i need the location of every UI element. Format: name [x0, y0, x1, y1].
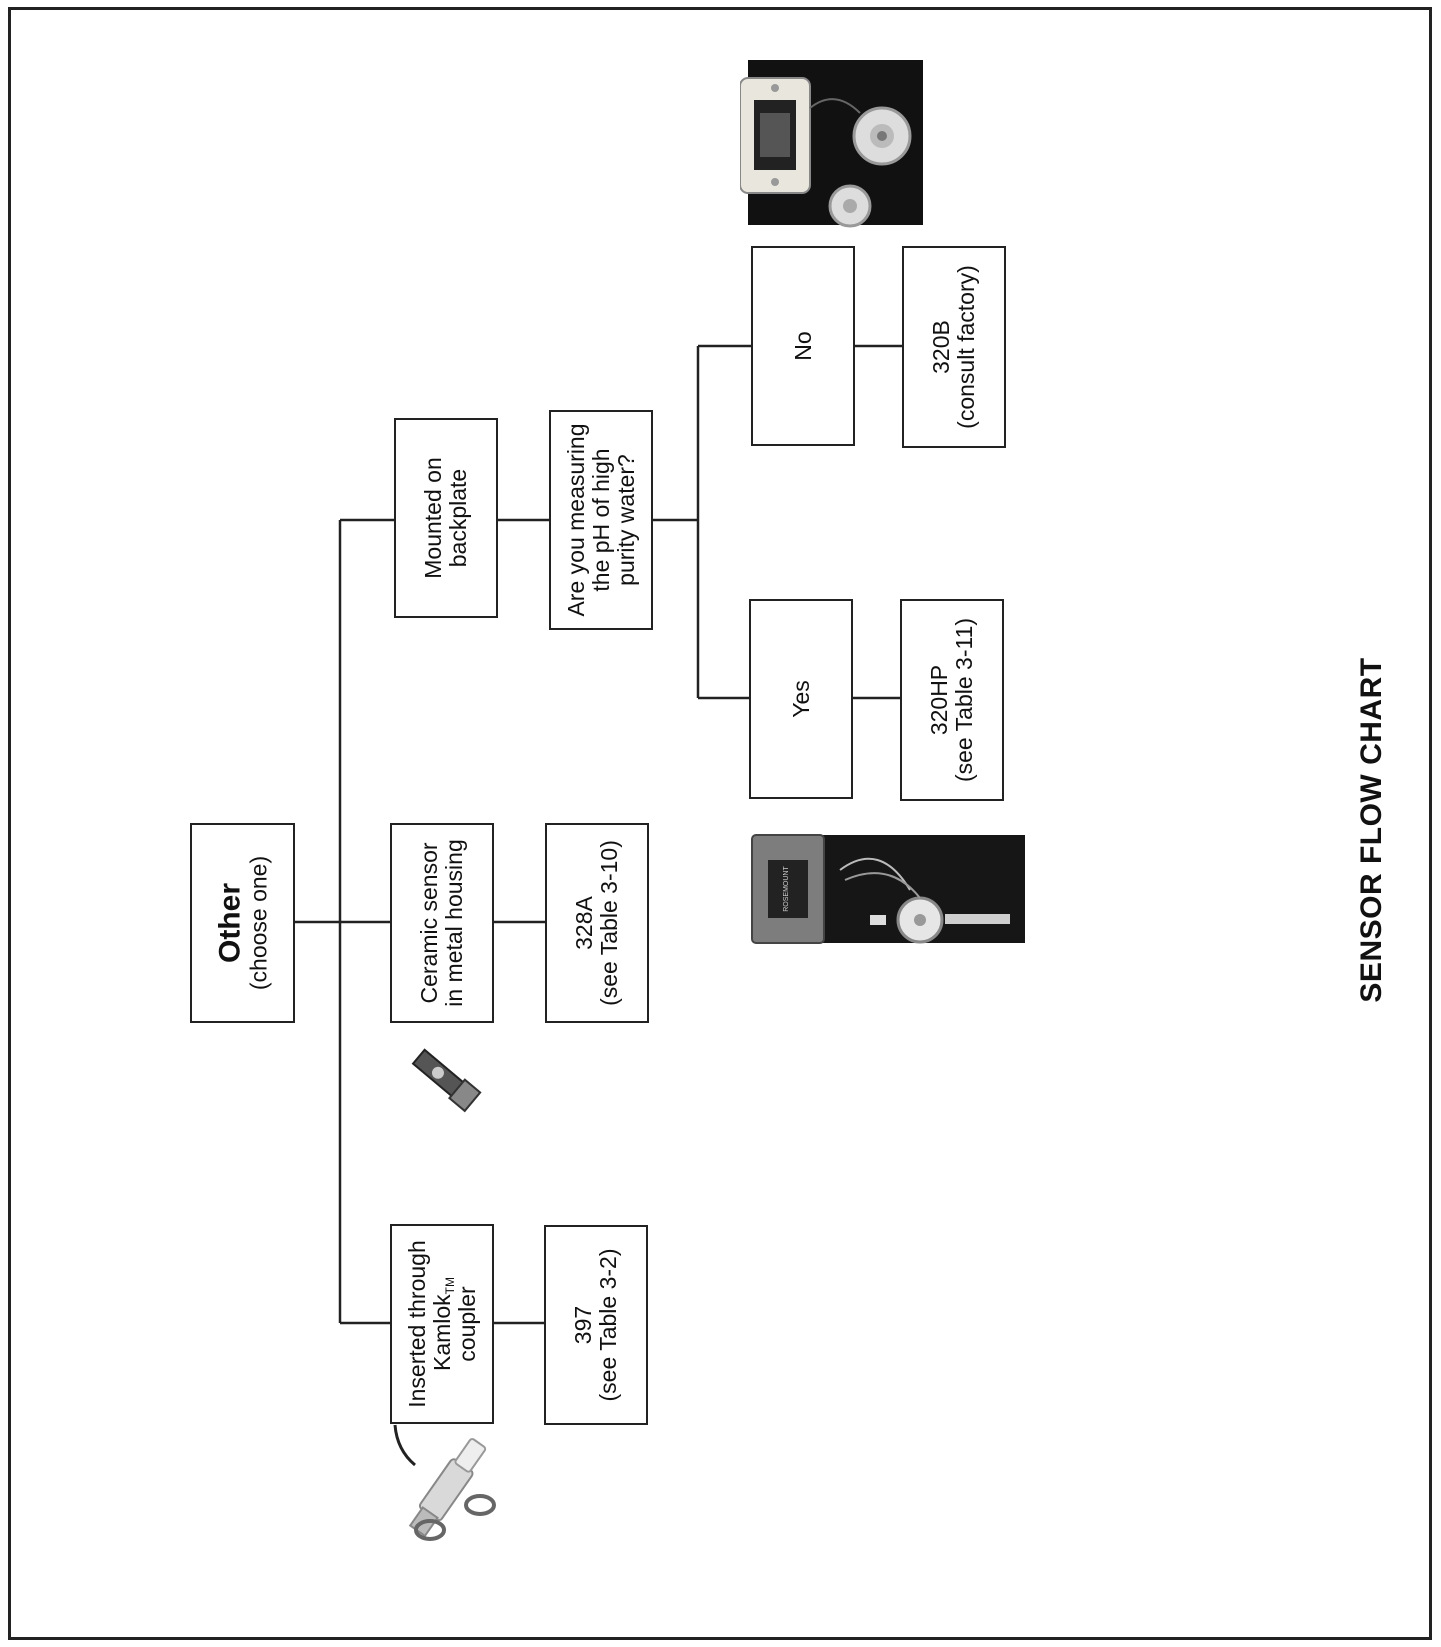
result-397-model: 397	[571, 1306, 596, 1344]
ceramic-line-2: in metal housing	[442, 839, 467, 1007]
result-320b-ref: (consult factory)	[954, 265, 979, 429]
ceramic-line-1: Ceramic sensor	[417, 842, 442, 1003]
trademark-mark: TM	[443, 1277, 457, 1294]
branch-box-kamlok: Inserted through KamlokTM coupler	[390, 1224, 494, 1424]
answer-box-no: No	[751, 246, 855, 446]
question-line-3: purity water?	[614, 454, 639, 586]
result-320hp-ref: (see Table 3-11)	[952, 618, 977, 782]
chart-title: SENSOR FLOW CHART	[1355, 657, 1389, 1002]
rosemount-label: ROSEMOUNT	[783, 866, 790, 912]
answer-no-label: No	[791, 331, 816, 360]
result-328a-ref: (see Table 3-10)	[597, 840, 622, 1006]
branch-box-ceramic: Ceramic sensor in metal housing	[390, 823, 494, 1023]
answer-box-yes: Yes	[749, 599, 853, 799]
kamlok-line-2: KamlokTM	[430, 1277, 455, 1371]
question-line-1: Are you measuring	[564, 423, 589, 616]
kamlok-sensor-photo	[385, 1420, 505, 1560]
result-box-397: 397 (see Table 3-2)	[544, 1225, 648, 1425]
result-320b-model: 320B	[929, 320, 954, 374]
backplate-line-1: Mounted on	[421, 457, 446, 578]
root-box-other: Other (choose one)	[190, 823, 295, 1023]
backplate-line-2: backplate	[446, 469, 471, 567]
ceramic-sensor-photo	[405, 1040, 485, 1120]
result-box-320hp: 320HP (see Table 3-11)	[900, 599, 1004, 801]
result-box-320b: 320B (consult factory)	[902, 246, 1006, 448]
answer-yes-label: Yes	[789, 680, 814, 718]
root-subheading: (choose one)	[246, 856, 271, 990]
result-397-ref: (see Table 3-2)	[596, 1249, 621, 1402]
result-320hp-model: 320HP	[927, 665, 952, 735]
result-328a-model: 328A	[572, 896, 597, 950]
kamlok-line-3: coupler	[455, 1286, 480, 1361]
question-box: Are you measuring the pH of high purity …	[549, 410, 653, 630]
question-line-2: the pH of high	[589, 448, 614, 591]
backplate-sensor-photo	[740, 58, 930, 233]
panel-sensor-photo: ROSEMOUNT	[750, 830, 1030, 950]
result-box-328a: 328A (see Table 3-10)	[545, 823, 649, 1023]
branch-box-backplate: Mounted on backplate	[394, 418, 498, 618]
root-heading: Other	[214, 883, 246, 963]
kamlok-line-1: Inserted through	[405, 1240, 430, 1408]
